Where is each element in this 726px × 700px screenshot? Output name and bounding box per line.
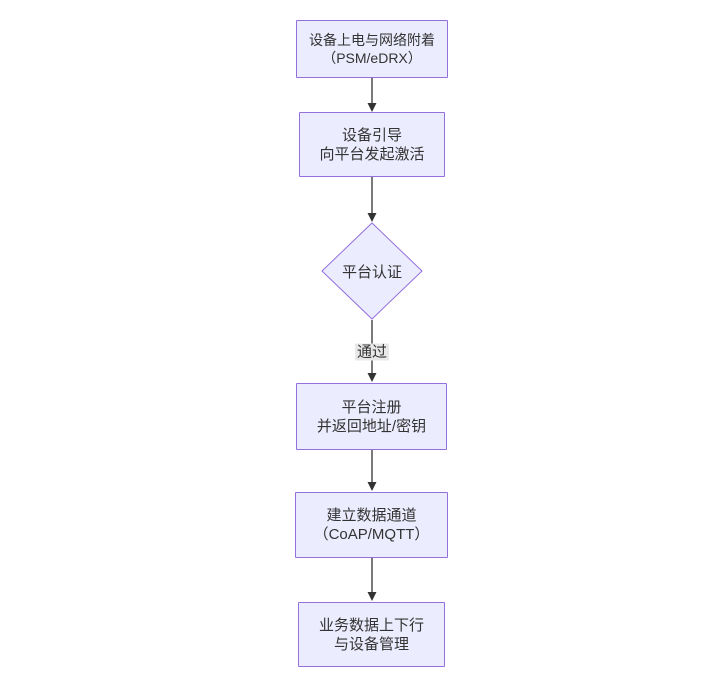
node-power-attach: 设备上电与网络附着 （PSM/eDRX）	[296, 20, 448, 78]
node-label-line: 建立数据通道	[326, 507, 417, 524]
node-label-line: 并返回地址/密钥	[316, 417, 427, 435]
edge-power-attach-to-bootstrap	[367, 78, 377, 112]
arrowhead-down-icon	[367, 103, 377, 112]
edge-label-pass: 通过	[354, 343, 390, 361]
node-label-line: 与设备管理	[333, 635, 409, 653]
edge-register-to-channel	[367, 450, 377, 491]
node-label-line: 业务数据上下行	[318, 616, 424, 634]
decision-platform-auth: 平台认证	[321, 222, 423, 320]
arrowhead-down-icon	[367, 213, 377, 222]
node-label-line: 向平台发起激活	[319, 145, 425, 163]
diamond-shape-icon	[321, 222, 423, 320]
edge-bootstrap-to-auth	[367, 177, 377, 222]
node-register: 平台注册 并返回地址/密钥	[296, 383, 447, 450]
arrowhead-down-icon	[367, 592, 377, 601]
node-label-line: 平台注册	[341, 398, 402, 416]
arrowhead-down-icon	[367, 482, 377, 491]
edge-channel-to-business	[367, 558, 377, 601]
arrowhead-down-icon	[367, 373, 377, 382]
node-bootstrap: 设备引导 向平台发起激活	[299, 112, 445, 177]
decision-label: 平台认证	[341, 263, 402, 281]
node-label-line: （PSM/eDRX）	[322, 50, 422, 66]
node-label-line: 设备上电与网络附着	[309, 32, 435, 48]
diamond-shape	[321, 222, 423, 320]
node-data-channel: 建立数据通道 （CoAP/MQTT）	[295, 492, 448, 558]
node-label-line: 设备引导	[341, 126, 402, 144]
node-label-line: （CoAP/MQTT）	[313, 526, 430, 543]
node-business-data: 业务数据上下行 与设备管理	[298, 602, 445, 667]
